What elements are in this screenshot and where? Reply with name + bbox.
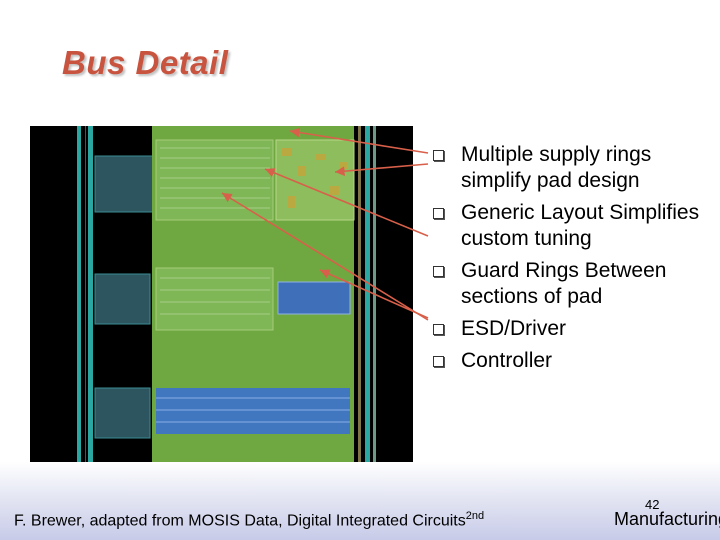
footer-band <box>0 462 720 540</box>
bullet-text: Generic Layout Simplifies custom tuning <box>461 201 700 250</box>
hollow-square-icon <box>433 356 444 367</box>
hollow-square-icon <box>433 150 444 161</box>
bullet-item: Generic Layout Simplifies custom tuning <box>430 200 710 252</box>
bullet-item: Guard Rings Between sections of pad <box>430 258 710 310</box>
bullet-text: ESD/Driver <box>461 317 567 340</box>
section-label: Manufacturing <box>614 509 720 529</box>
pad-layout-image <box>30 126 413 484</box>
footer-credit-superscript: 2nd <box>465 510 485 522</box>
bullet-item: Controller <box>430 348 710 374</box>
bullet-text: Multiple supply rings simplify pad desig… <box>461 143 652 192</box>
hollow-square-icon <box>433 266 444 277</box>
bullet-text: Guard Rings Between sections of pad <box>461 259 667 308</box>
bullet-item: Multiple supply rings simplify pad desig… <box>430 142 710 194</box>
bullet-list: Multiple supply rings simplify pad desig… <box>430 142 710 380</box>
bullet-item: ESD/Driver <box>430 316 710 342</box>
hollow-square-icon <box>433 208 444 219</box>
page-number: 42 <box>645 497 660 512</box>
hollow-square-icon <box>433 324 444 335</box>
bullet-text: Controller <box>461 349 553 372</box>
footer-credit-text: F. Brewer, adapted from MOSIS Data, Digi… <box>14 512 466 530</box>
footer-credit: F. Brewer, adapted from MOSIS Data, Digi… <box>14 510 484 530</box>
slide-title: Bus Detail <box>62 44 229 81</box>
